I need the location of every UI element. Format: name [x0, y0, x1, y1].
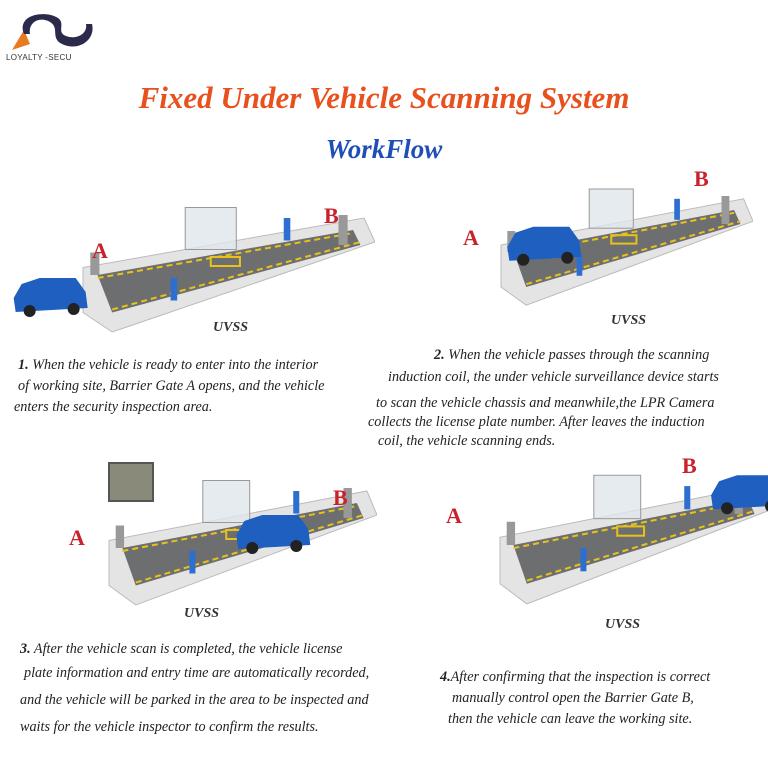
logo-text: LOYALTY -SECU [6, 53, 72, 62]
gate-a-label: A [69, 525, 85, 550]
gate-b-label: B [682, 453, 697, 478]
lpr-camera-post [674, 198, 680, 220]
lane-line [111, 241, 361, 311]
scan-zone-marking [610, 234, 638, 245]
step-1-text: 1. When the vehicle is ready to enter in… [14, 357, 325, 415]
logo-s-icon [12, 14, 93, 50]
lpr-camera-post [293, 491, 300, 514]
car-wheel [67, 303, 80, 315]
gate-b-label: B [694, 166, 709, 191]
scene-caption: UVSS [213, 320, 249, 335]
road [513, 210, 741, 287]
scan-zone-marking [616, 525, 646, 537]
page-title: Fixed Under Vehicle Scanning System [138, 80, 630, 115]
car [507, 226, 582, 261]
car [711, 475, 768, 510]
barrier-gate-b [721, 196, 730, 224]
ticket-post [576, 254, 583, 276]
gate-a-label: A [463, 225, 479, 250]
barrier-gate-a [90, 252, 100, 275]
scan-zone-marking [209, 256, 241, 267]
ticket-post [580, 548, 587, 572]
barrier-gate-a [506, 521, 516, 545]
page-subtitle: WorkFlow [325, 134, 443, 164]
barrier-gate-b [343, 488, 352, 518]
scene-caption: UVSS [611, 313, 647, 328]
lane-line [97, 232, 354, 279]
lane-line [525, 220, 741, 286]
road [513, 498, 755, 584]
gate-a-label: A [446, 503, 462, 528]
logo [6, 4, 98, 59]
road [97, 230, 361, 313]
step-3-text: 3. After the vehicle scan is completed, … [20, 641, 370, 735]
car-wheel [721, 502, 734, 515]
guard-booth [593, 474, 642, 520]
lpr-camera-post [684, 486, 691, 510]
step-4-text: 4.After confirming that the inspection i… [440, 669, 711, 727]
car [236, 515, 311, 549]
car-wheel [765, 501, 768, 512]
car-wheel [23, 305, 36, 317]
ticket-post [189, 551, 196, 574]
scene-3 [42, 458, 378, 608]
guard-booth [184, 207, 237, 250]
scene-caption: UVSS [605, 617, 641, 632]
lane-line [513, 211, 735, 256]
scene-1 [10, 185, 376, 335]
scene-2 [438, 168, 754, 308]
car [13, 278, 88, 312]
car-wheel [561, 251, 574, 264]
car-wheel [246, 542, 259, 554]
gate-a-label: A [92, 238, 108, 263]
ticket-post [170, 278, 178, 301]
scene-caption: UVSS [184, 606, 220, 621]
monitor-inset [108, 462, 154, 502]
guard-booth [588, 188, 634, 229]
car-wheel [290, 540, 303, 552]
scene-4 [433, 452, 768, 607]
lpr-camera-post [283, 218, 291, 241]
barrier-gate-a [115, 525, 125, 548]
gate-b-label: B [333, 485, 348, 510]
barrier-gate-b [338, 215, 348, 245]
car-wheel [517, 253, 530, 266]
guard-booth [202, 480, 251, 523]
gate-b-label: B [324, 203, 339, 228]
step-2-text: 2. When the vehicle passes through the s… [368, 347, 719, 449]
